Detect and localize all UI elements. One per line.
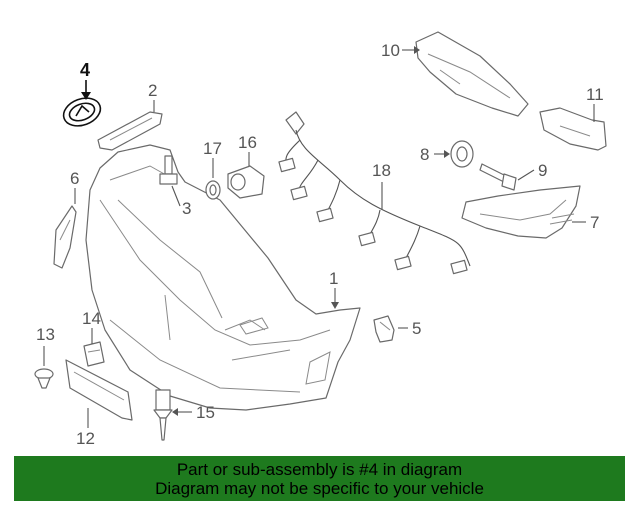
part-9-screw[interactable] bbox=[479, 163, 517, 191]
callout-13-label: 13 bbox=[36, 325, 55, 344]
part-12-plate-bracket[interactable] bbox=[65, 359, 133, 421]
callout-8: 8 bbox=[420, 145, 450, 164]
part-11-side-mount[interactable] bbox=[539, 107, 607, 151]
callout-9-label: 9 bbox=[538, 161, 547, 180]
part-4-emblem[interactable] bbox=[60, 93, 105, 130]
part-1-bumper-cover[interactable] bbox=[85, 144, 361, 411]
callout-11-label: 11 bbox=[586, 85, 604, 104]
part-14-small-bracket[interactable] bbox=[83, 341, 105, 367]
callout-6-label: 6 bbox=[70, 169, 79, 188]
callout-1: 1 bbox=[329, 269, 339, 309]
callout-7-label: 7 bbox=[590, 213, 599, 232]
part-5-clip[interactable] bbox=[373, 315, 395, 343]
part-16-sensor[interactable] bbox=[227, 165, 265, 199]
callout-7: 7 bbox=[572, 213, 599, 232]
callout-6: 6 bbox=[70, 169, 79, 204]
callout-14: 14 bbox=[82, 309, 101, 344]
callout-2: 2 bbox=[148, 81, 157, 112]
callout-14-label: 14 bbox=[82, 309, 101, 328]
callout-4-label: 4 bbox=[80, 60, 90, 80]
callout-15: 15 bbox=[172, 403, 215, 422]
part-10-upper-support[interactable] bbox=[415, 31, 529, 117]
callout-3: 3 bbox=[171, 185, 191, 218]
callout-18-label: 18 bbox=[372, 161, 391, 180]
callout-16-label: 16 bbox=[238, 133, 257, 152]
callout-4: 4 bbox=[80, 60, 91, 100]
info-banner: Part or sub-assembly is #4 in diagram Di… bbox=[14, 456, 625, 501]
part-8-bushing[interactable] bbox=[450, 140, 474, 168]
callout-5: 5 bbox=[398, 319, 421, 338]
banner-line-2: Diagram may not be specific to your vehi… bbox=[155, 478, 484, 498]
part-6-side-bracket[interactable] bbox=[53, 205, 77, 269]
callout-3-label: 3 bbox=[182, 199, 191, 218]
callout-11: 11 bbox=[586, 85, 604, 122]
part-18-wiring-harness[interactable] bbox=[278, 111, 471, 275]
callout-9: 9 bbox=[517, 161, 547, 181]
part-15-post[interactable] bbox=[153, 389, 173, 441]
callout-18: 18 bbox=[372, 161, 391, 210]
callout-2-label: 2 bbox=[148, 81, 157, 100]
callout-10: 10 bbox=[381, 41, 420, 60]
part-2-bracket[interactable] bbox=[97, 111, 163, 151]
callout-12-label: 12 bbox=[76, 429, 95, 448]
callout-5-label: 5 bbox=[412, 319, 421, 338]
callout-15-label: 15 bbox=[196, 403, 215, 422]
part-13-push-clip[interactable] bbox=[34, 368, 54, 389]
part-17-washer[interactable] bbox=[205, 180, 221, 200]
callout-17-label: 17 bbox=[203, 139, 222, 158]
banner-line-1: Part or sub-assembly is #4 in diagram bbox=[176, 459, 463, 479]
callout-17: 17 bbox=[203, 139, 222, 178]
callout-13: 13 bbox=[36, 325, 55, 366]
callout-16: 16 bbox=[238, 133, 257, 166]
part-7-lower-bracket[interactable] bbox=[461, 185, 581, 239]
callout-10-label: 10 bbox=[381, 41, 400, 60]
callout-1-label: 1 bbox=[329, 269, 338, 288]
part-3-bolt[interactable] bbox=[159, 155, 178, 185]
callout-12: 12 bbox=[76, 408, 95, 448]
callout-8-label: 8 bbox=[420, 145, 429, 164]
